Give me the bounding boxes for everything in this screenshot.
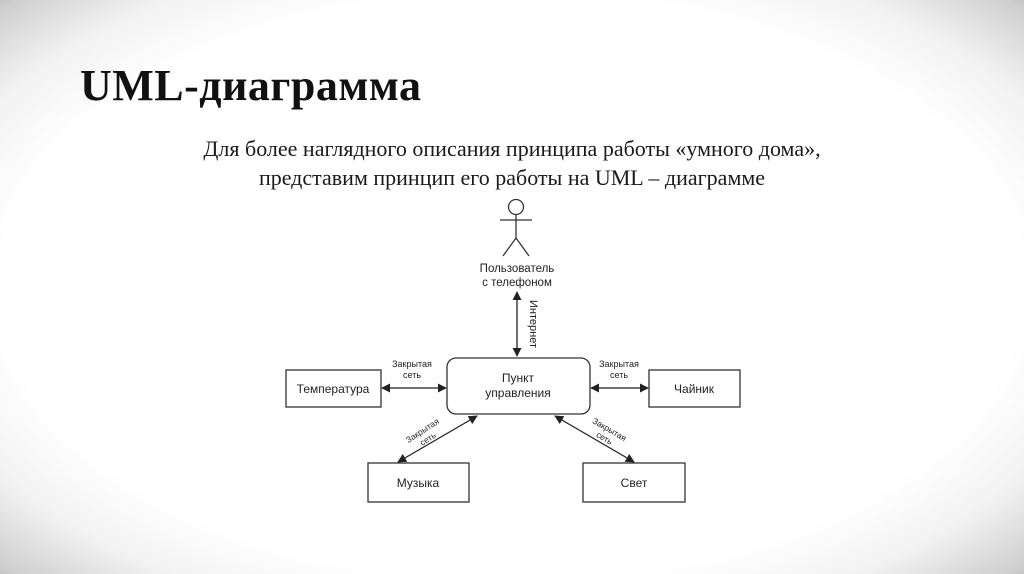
right-edge-label-line-2: сеть [610, 370, 628, 380]
kettle-label: Чайник [674, 382, 715, 396]
control-center-label-line-2: управления [485, 386, 550, 400]
kettle-box [648, 369, 741, 408]
music-box [367, 462, 470, 503]
slide-title: UML-диаграмма [80, 61, 422, 110]
music-arrow [397, 415, 478, 463]
subtitle-line-2: представим принцип его работы на UML – д… [258, 165, 766, 190]
light-box [582, 462, 686, 503]
light-label: Свет [621, 476, 648, 490]
internet-label: Интернет [527, 300, 539, 348]
right-edge-label-line-1: Закрытая [599, 359, 639, 369]
light-arrow [554, 415, 635, 463]
left-edge-label-line-1: Закрытая [392, 359, 432, 369]
actor-user-figure [500, 198, 532, 257]
temperature-box [285, 369, 382, 408]
control-center-label-line-1: Пункт [502, 371, 535, 385]
control-center-box [446, 357, 591, 415]
temperature-label: Температура [297, 382, 370, 396]
music-label: Музыка [397, 476, 440, 490]
left-edge-label-line-2: сеть [403, 370, 421, 380]
slide-subtitle: Для более наглядного описания принципа р… [100, 134, 924, 192]
actor-label-line-2: с телефоном [482, 277, 552, 289]
subtitle-line-1: Для более наглядного описания принципа р… [203, 136, 821, 161]
actor-label-line-1: Пользователь [480, 263, 555, 275]
